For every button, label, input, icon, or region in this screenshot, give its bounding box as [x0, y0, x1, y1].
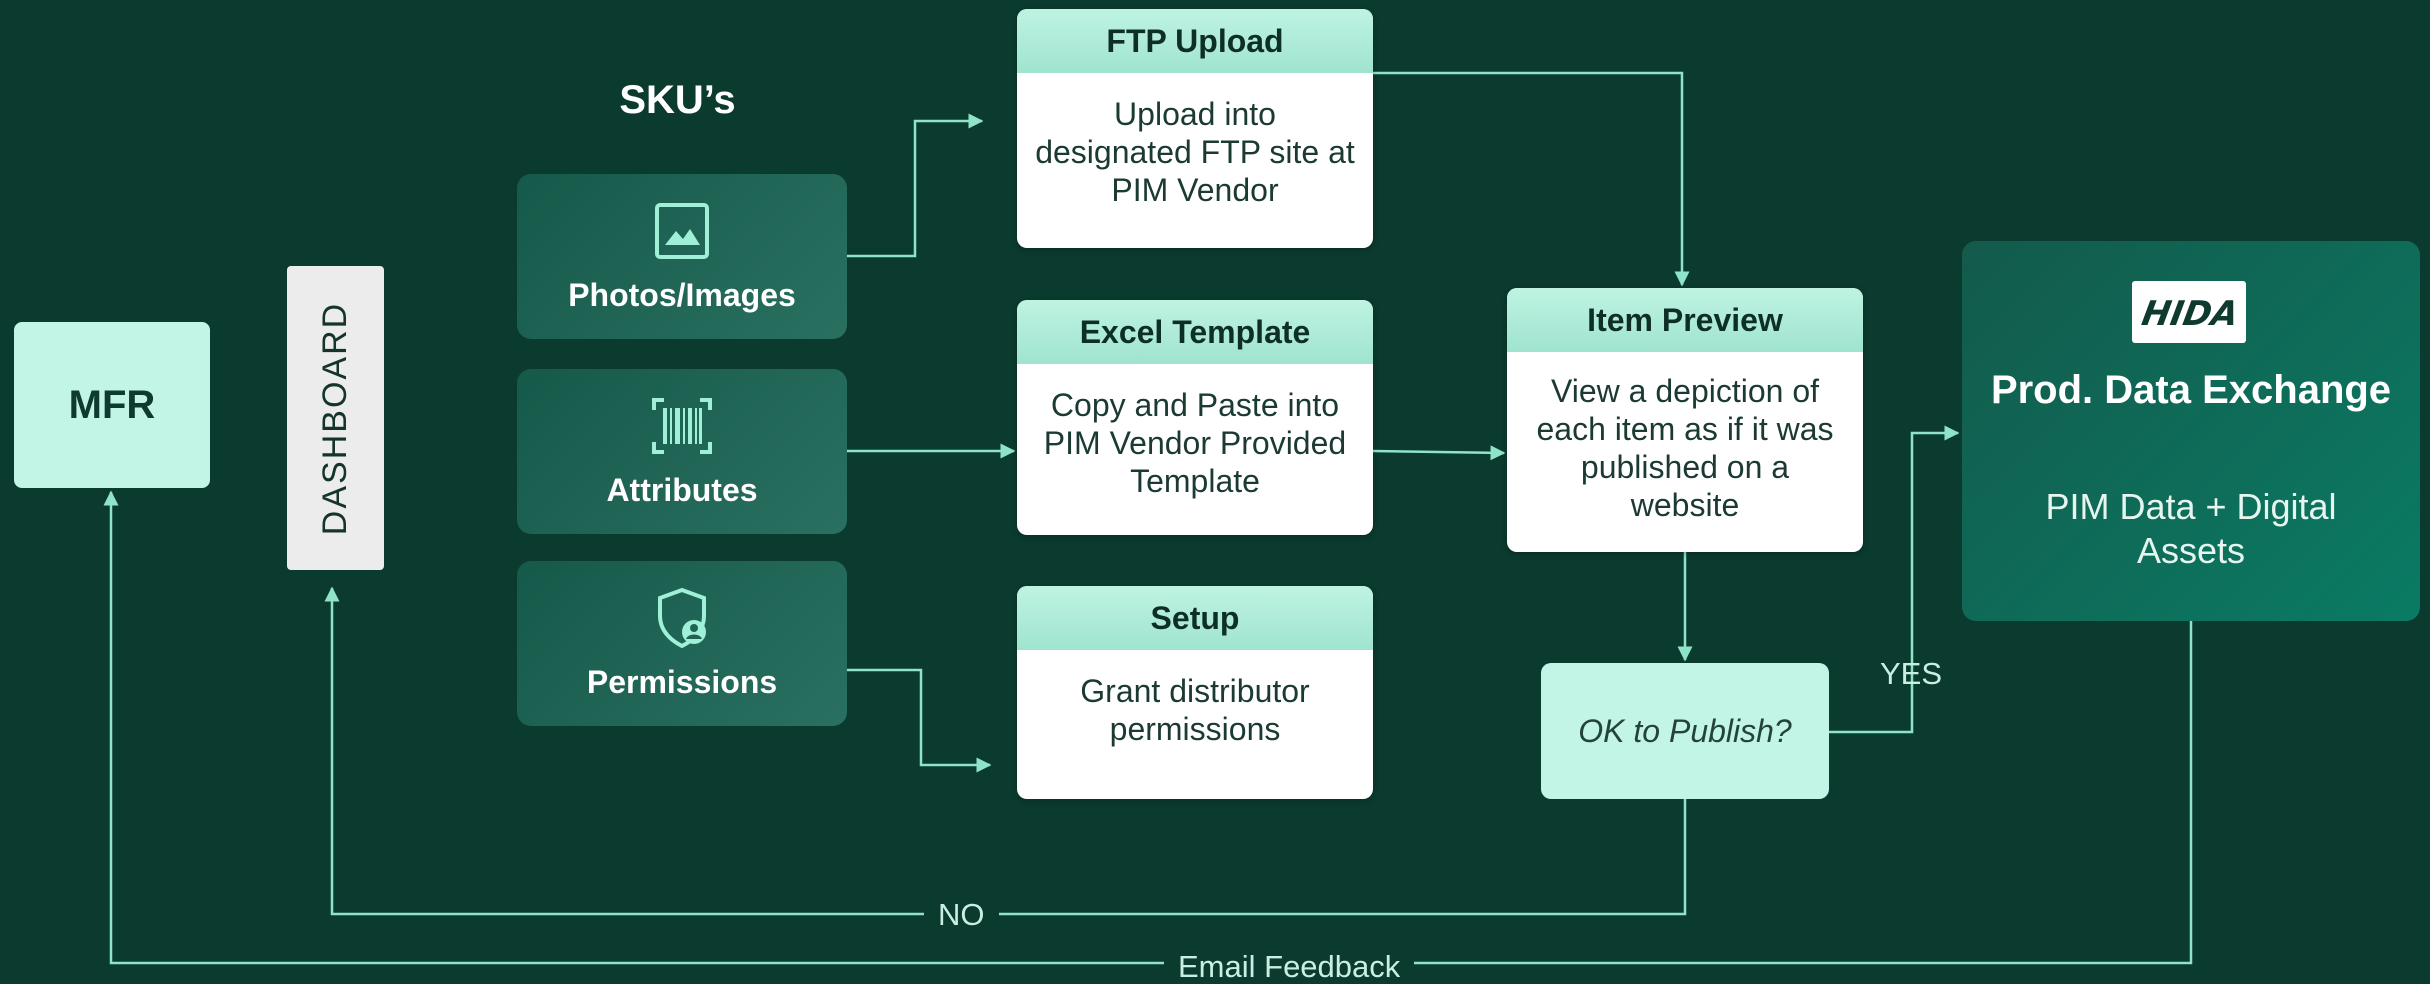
arrow-no-to-dashboard: [324, 586, 1687, 916]
dashboard-box: DASHBOARD: [287, 266, 384, 570]
sku-photos-box: Photos/Images: [517, 174, 847, 339]
email-feedback-label: Email Feedback: [1164, 950, 1415, 984]
ok-to-publish-label: OK to Publish?: [1578, 712, 1792, 749]
mfr-box: MFR: [14, 322, 210, 488]
exchange-subtitle: PIM Data + Digital Assets: [2045, 486, 2337, 571]
mfr-label: MFR: [68, 382, 156, 427]
sku-permissions-box: Permissions: [517, 561, 847, 726]
image-icon: [655, 203, 709, 259]
shield-user-icon: [658, 587, 706, 649]
sku-attributes-label: Attributes: [606, 472, 758, 508]
ftp-upload-title: FTP Upload: [1017, 9, 1373, 73]
exchange-title: Prod. Data Exchange: [1990, 368, 2392, 412]
skus-title: SKU’s: [619, 78, 736, 122]
sku-attributes-box: Attributes: [517, 369, 847, 534]
ftp-upload-body: Upload into designated FTP site at PIM V…: [1035, 96, 1355, 208]
yes-label: YES: [1880, 656, 1943, 691]
arrow-permissions-to-setup: [847, 668, 992, 773]
barcode-icon: [652, 398, 712, 454]
arrow-yes-to-exchange: [1829, 425, 1960, 734]
ok-to-publish-decision: OK to Publish?: [1541, 663, 1829, 799]
dashboard-label: DASHBOARD: [316, 301, 354, 535]
hida-logo: HIDA: [2132, 281, 2246, 343]
setup-body: Grant distributor permissions: [1080, 673, 1310, 747]
arrow-excel-to-preview: [1372, 445, 1506, 461]
setup-title: Setup: [1017, 586, 1373, 650]
arrow-photos-to-ftp: [847, 113, 984, 258]
arrow-email-to-mfr: [103, 490, 2193, 965]
item-preview-body: View a depiction of each item as if it w…: [1536, 373, 1834, 523]
setup-card: Setup Grant distributor permissions: [1017, 586, 1373, 799]
arrow-ftp-to-preview: [1373, 71, 1690, 287]
sku-permissions-label: Permissions: [586, 664, 778, 700]
excel-template-card: Excel Template Copy and Paste into PIM V…: [1017, 300, 1373, 535]
svg-text:HIDA: HIDA: [2139, 294, 2242, 334]
excel-template-title: Excel Template: [1017, 300, 1373, 364]
item-preview-title: Item Preview: [1507, 288, 1863, 352]
no-label: NO: [924, 898, 999, 932]
ftp-upload-card: FTP Upload Upload into designated FTP si…: [1017, 9, 1373, 248]
prod-data-exchange-box: HIDA Prod. Data Exchange PIM Data + Digi…: [1962, 241, 2420, 621]
excel-template-body: Copy and Paste into PIM Vendor Provided …: [1043, 387, 1347, 499]
item-preview-card: Item Preview View a depiction of each it…: [1507, 288, 1863, 552]
sku-photos-label: Photos/Images: [568, 277, 796, 313]
